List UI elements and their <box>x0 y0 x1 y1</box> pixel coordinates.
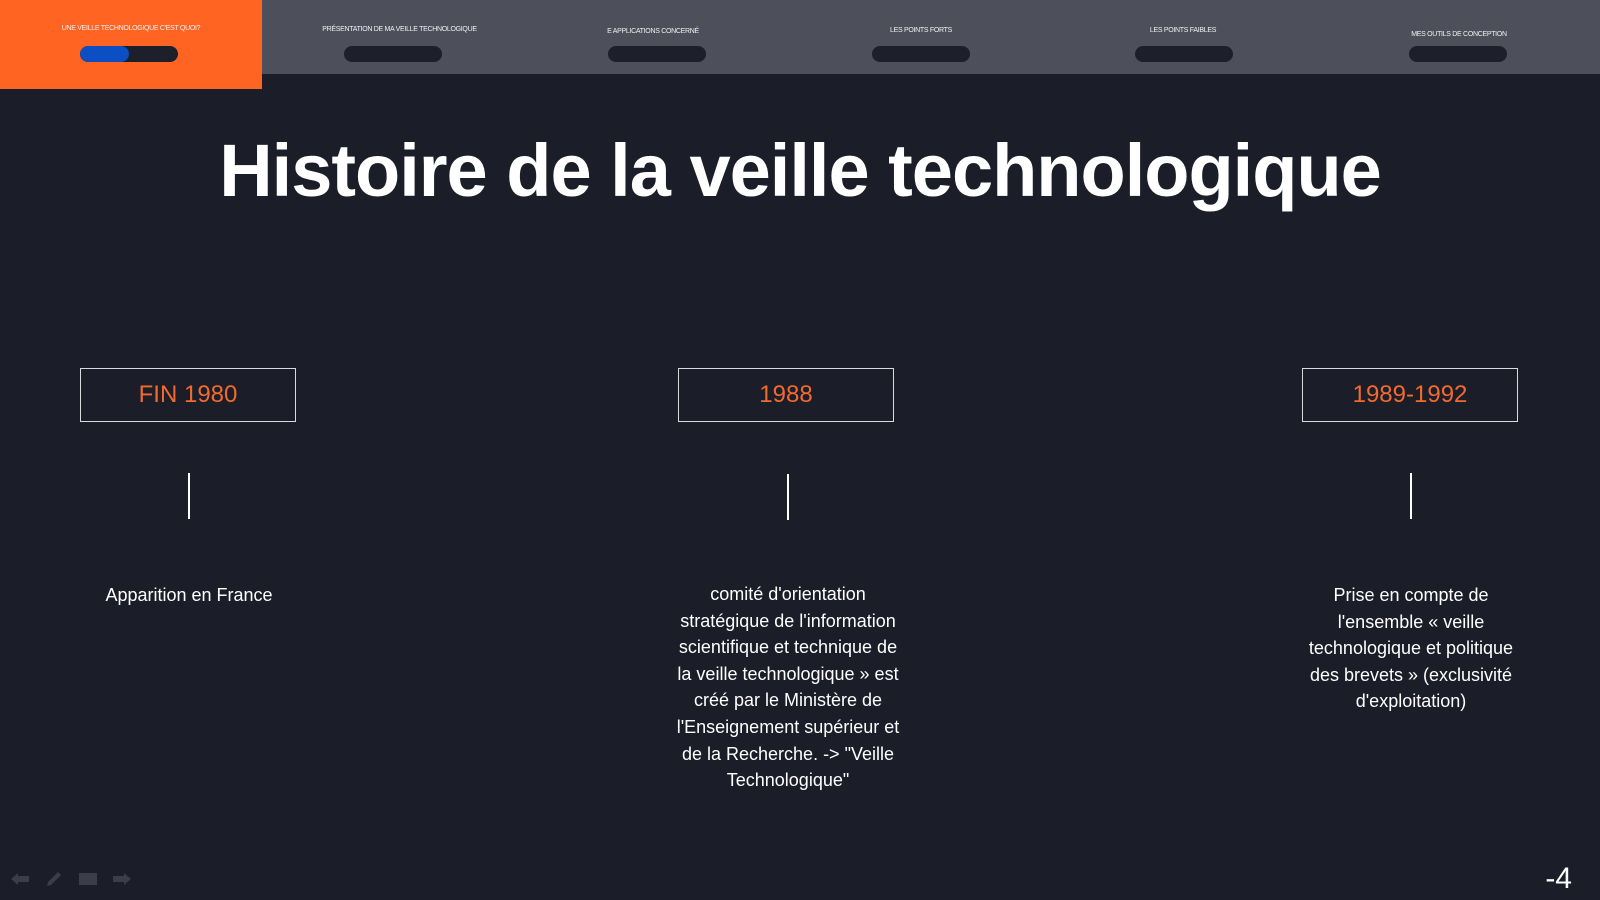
nav-label: LES POINTS FORTS <box>890 27 952 34</box>
pencil-icon[interactable] <box>42 870 66 888</box>
top-navigation: UNE VEILLE TECHNOLOGIQUE C'EST QUOI? PRÉ… <box>0 0 1600 89</box>
timeline-year-box: FIN 1980 <box>80 368 296 422</box>
progress-bar <box>872 46 970 62</box>
nav-label: E APPLICATIONS CONCERNÉ <box>607 28 699 35</box>
timeline-year-box: 1988 <box>678 368 894 422</box>
nav-item-applications[interactable]: E APPLICATIONS CONCERNÉ <box>538 0 768 74</box>
progress-bar <box>608 46 706 62</box>
timeline-description: comité d'orientation stratégique de l'in… <box>676 584 900 791</box>
progress-bar <box>344 46 442 62</box>
back-arrow-icon[interactable] <box>8 870 32 888</box>
progress-bar <box>1135 46 1233 62</box>
timeline-description: Apparition en France <box>105 585 273 605</box>
page-title: Histoire de la veille technologique <box>219 129 1382 212</box>
screen-icon[interactable] <box>76 870 100 888</box>
forward-arrow-icon[interactable] <box>110 870 134 888</box>
nav-label: UNE VEILLE TECHNOLOGIQUE C'EST QUOI? <box>61 25 201 32</box>
nav-item-veille-quoi[interactable]: UNE VEILLE TECHNOLOGIQUE C'EST QUOI? <box>0 0 262 89</box>
nav-item-points-faibles[interactable]: LES POINTS FAIBLES <box>1068 0 1298 74</box>
nav-label: MES OUTILS DE CONCEPTION <box>1411 31 1507 38</box>
nav-item-outils[interactable]: MES OUTILS DE CONCEPTION <box>1344 0 1574 74</box>
nav-item-presentation[interactable]: PRÉSENTATION DE MA VEILLE TECHNOLOGIQUE <box>272 0 527 74</box>
nav-item-points-forts[interactable]: LES POINTS FORTS <box>806 0 1036 74</box>
timeline-description: Prise en compte de l'ensemble « veille t… <box>1308 585 1514 712</box>
progress-bar <box>1409 46 1507 62</box>
timeline-connector <box>188 473 190 519</box>
timeline-year-box: 1989-1992 <box>1302 368 1518 422</box>
nav-label: LES POINTS FAIBLES <box>1149 27 1217 34</box>
page-number: -4 <box>1545 862 1572 895</box>
presentation-controls <box>8 870 134 888</box>
timeline-connector <box>1410 473 1412 519</box>
progress-bar <box>80 46 178 62</box>
timeline-connector <box>787 474 789 520</box>
nav-label: PRÉSENTATION DE MA VEILLE TECHNOLOGIQUE <box>322 26 477 33</box>
progress-fill <box>80 46 129 62</box>
